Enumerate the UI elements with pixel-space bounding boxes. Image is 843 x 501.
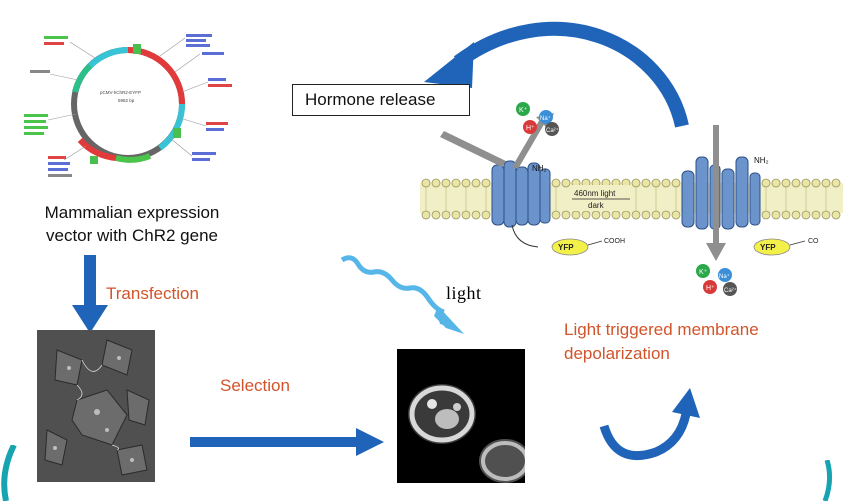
- depolarization-line2: depolarization: [564, 344, 670, 363]
- ion-k-right: K⁺: [699, 269, 708, 276]
- cooh-label-right: CO: [808, 238, 819, 245]
- light-dark-label: 460nm light: [574, 189, 616, 198]
- ion-h: H⁺: [526, 125, 535, 132]
- yfp-label-left: YFP: [558, 243, 574, 252]
- selection-arrow: [190, 428, 384, 456]
- transfection-arrow: [72, 255, 108, 333]
- ion-na: Na⁺: [540, 115, 551, 122]
- plasmid-size: 5982 bp: [118, 98, 135, 103]
- slide-edge-left: [1, 445, 17, 501]
- dark-label: dark: [588, 201, 605, 210]
- light-label: light: [446, 283, 482, 303]
- cells-micrograph: [37, 330, 155, 482]
- chr2-channel-closed: [491, 160, 551, 228]
- plasmid-name: pCMV-hChR2-EYFP: [100, 90, 141, 95]
- plasmid-map: pCMV-hChR2-EYFP 5982 bp: [24, 34, 232, 177]
- depolarization-line1: Light triggered membrane: [564, 320, 759, 339]
- cooh-label-left: COOH: [604, 238, 625, 245]
- yfp-label-right: YFP: [760, 243, 776, 252]
- nh2-label-left: NH₂: [532, 164, 547, 173]
- ions-left: K⁺ Na⁺ H⁺ Ca²⁺: [516, 102, 559, 136]
- depolarization-caption: Light triggered membrane depolarization: [564, 318, 759, 366]
- vector-caption-line2: vector with ChR2 gene: [46, 226, 218, 245]
- ion-k: K⁺: [519, 107, 528, 114]
- ion-h-right: H⁺: [706, 285, 715, 292]
- selection-label: Selection: [220, 376, 290, 395]
- ions-right: K⁺ Na⁺ H⁺ Ca²⁺: [696, 264, 737, 296]
- transfection-label: Transfection: [106, 284, 199, 303]
- light-arrow: [340, 255, 464, 334]
- vector-caption: Mammalian expression vector with ChR2 ge…: [22, 201, 242, 247]
- slide-edge-right: [822, 460, 833, 501]
- fluorescence-image: [397, 349, 525, 483]
- ion-na-right: Na⁺: [719, 273, 730, 280]
- membrane-diagram: NH₂ K⁺ Na⁺ H⁺ Ca²⁺ 460nm light dark YFP …: [420, 102, 843, 296]
- ion-ca-right: Ca²⁺: [724, 287, 737, 294]
- nh2-label-right: NH₂: [754, 156, 769, 165]
- hormone-release-box: Hormone release: [292, 84, 470, 116]
- ion-ca: Ca²⁺: [546, 127, 559, 134]
- cycle-arrow: [599, 388, 700, 461]
- vector-caption-line1: Mammalian expression: [44, 203, 220, 222]
- feedback-arrow: [424, 21, 689, 128]
